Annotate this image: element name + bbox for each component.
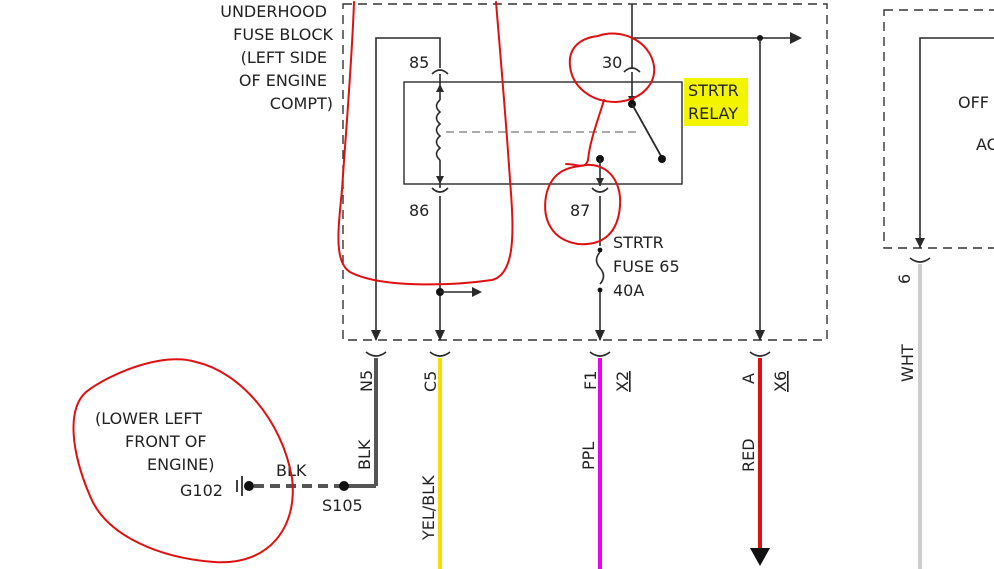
wire-label-yel-blk: YEL/BLK (419, 475, 438, 541)
arrow-c5 (435, 330, 445, 341)
connector-f1-label: F1 (581, 371, 600, 390)
svg-text:OF ENGINE: OF ENGINE (239, 71, 327, 90)
pin-85-label: 85 (409, 53, 429, 72)
arrow-a (755, 330, 765, 341)
pin-30-label: 30 (602, 53, 622, 72)
connector-f1-cup (589, 351, 611, 357)
relay-switch-contact (658, 155, 666, 163)
annotation-red-trace-fuse-block (337, 1, 514, 286)
arrow-86-down (436, 176, 444, 184)
connector-a-label: A (739, 373, 758, 384)
right-box-text-2: AC (976, 135, 994, 154)
svg-text:FUSE 65: FUSE 65 (613, 257, 680, 276)
svg-text:COMPT): COMPT) (270, 94, 333, 113)
ground-g102-dot (244, 481, 254, 491)
annotation-red-link-30-87 (565, 99, 605, 167)
wire-red-arrow (750, 548, 770, 566)
svg-text:UNDERHOOD: UNDERHOOD (220, 2, 327, 21)
wire-label-wht: WHT (898, 344, 917, 382)
pin-87-terminal (591, 187, 609, 193)
splice-s105-label: S105 (322, 496, 363, 515)
pin-85-terminal (431, 69, 449, 75)
annotation-red-circle-ground (72, 358, 294, 564)
connector-c5-label: C5 (421, 371, 440, 392)
relay-name-line-2: RELAY (688, 104, 738, 123)
wire-label-red: RED (739, 438, 758, 472)
arrow-n5 (371, 330, 381, 341)
right-module-inner (919, 37, 994, 248)
ground-symbol (236, 476, 243, 496)
connector-a-cup (749, 351, 771, 357)
fuse-65-element (595, 251, 605, 285)
c5-splice-arrow (472, 287, 482, 297)
connector-n5-cup (365, 351, 387, 357)
annotation-red-circle-87 (544, 163, 622, 246)
battery-bus-arrow (790, 32, 802, 44)
connector-c5-cup (429, 351, 451, 357)
svg-text:STRTR: STRTR (613, 233, 664, 252)
arrow-85-up (436, 84, 444, 92)
pin-30-terminal (623, 67, 641, 73)
arrow-87-down (596, 178, 604, 186)
wire-n5-feed (375, 37, 441, 340)
fuse-terminal-bottom (597, 287, 603, 293)
ground-g102-label: G102 (180, 481, 223, 500)
svg-text:FUSE BLOCK: FUSE BLOCK (233, 25, 333, 44)
svg-text:40A: 40A (613, 281, 644, 300)
relay-coil (435, 99, 442, 161)
pin-86-label: 86 (409, 201, 429, 220)
fuse-block-title: UNDERHOOD FUSE BLOCK (LEFT SIDE OF ENGIN… (220, 2, 333, 113)
pin-86-terminal (431, 187, 449, 193)
relay-body (403, 81, 683, 185)
relay-name-line-1: STRTR (688, 81, 739, 100)
ground-location-label: (LOWER LEFT FRONT OF ENGINE) (95, 409, 215, 474)
right-module-box (883, 9, 994, 249)
wire-label-blk-vertical: BLK (355, 439, 374, 470)
svg-text:(LOWER LEFT: (LOWER LEFT (95, 409, 202, 428)
svg-text:ENGINE): ENGINE) (147, 455, 215, 474)
wire-label-ppl: PPL (579, 442, 598, 470)
arrow-pin-6 (915, 238, 925, 248)
connector-n5-label: N5 (357, 370, 376, 392)
connector-x2-label: X2 (613, 371, 632, 392)
svg-text:(LEFT SIDE: (LEFT SIDE (241, 48, 327, 67)
connector-6-cup (909, 257, 931, 263)
relay-switch-arm (631, 103, 662, 157)
arrow-f1 (595, 330, 605, 341)
right-box-text-1: OFF (958, 93, 989, 112)
splice-s105 (339, 481, 349, 491)
connector-x6-label: X6 (771, 371, 790, 392)
fuse-terminal-top (597, 247, 603, 253)
svg-text:FRONT OF: FRONT OF (125, 432, 207, 451)
pin-87-label: 87 (570, 201, 590, 220)
connector-6-label: 6 (895, 274, 914, 284)
relay-name-highlight (684, 78, 748, 126)
fuse-65-label: STRTR FUSE 65 40A (613, 233, 680, 300)
annotation-red-circle-30 (568, 32, 656, 103)
